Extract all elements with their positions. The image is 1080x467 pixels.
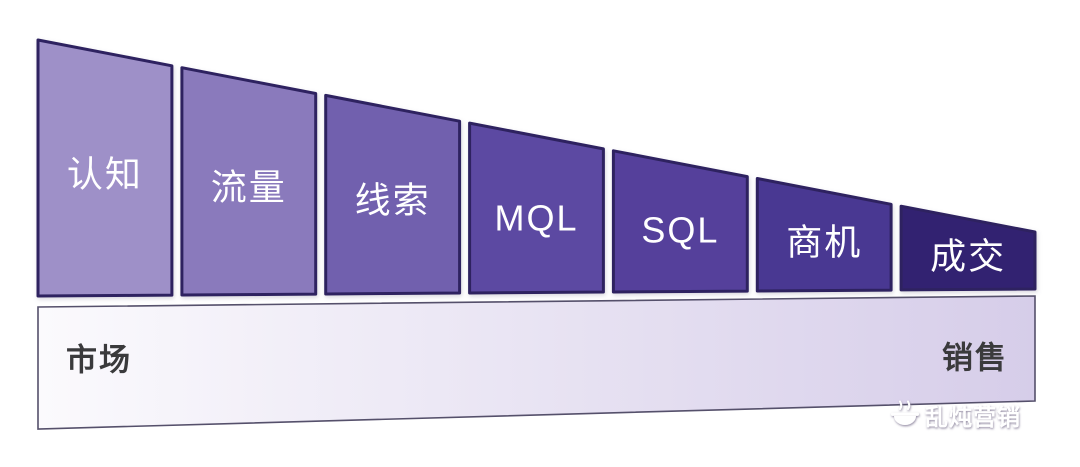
funnel-stage-shape-leads [324, 93, 462, 296]
watermark-text: 乱炖营销 [925, 404, 1021, 430]
watermark: 乱炖营销 [891, 400, 1021, 430]
funnel-stage-label-mql: MQL [494, 198, 578, 239]
funnel-stage-label-opportunity: 商机 [786, 222, 862, 263]
funnel-stage-label-leads: 线索 [355, 180, 431, 221]
funnel-stage-shape-mql [468, 121, 605, 295]
pot-steam-icon [891, 400, 919, 425]
funnel-stage-label-deal: 成交 [930, 236, 1006, 277]
funnel-stage-labels: 认知 流量 线索 MQL SQL 商机 成交 [67, 154, 1006, 277]
funnel-stage-shape-sql [611, 149, 749, 294]
funnel-stage-shape-traffic [180, 66, 318, 297]
funnel-stage-shape-awareness [36, 38, 174, 298]
band-label-sales: 销售 [942, 341, 1008, 376]
market-sales-band [37, 295, 1036, 430]
band-label-market: 市场 [66, 343, 132, 378]
funnel-stage-shape-opportunity [755, 177, 893, 293]
funnel-stages-group [36, 38, 1037, 298]
funnel-stage-label-awareness: 认知 [67, 154, 143, 195]
funnel-stage-shape-deal [899, 204, 1037, 292]
funnel-stage-label-sql: SQL [641, 210, 719, 251]
funnel-stage-label-traffic: 流量 [211, 167, 287, 208]
